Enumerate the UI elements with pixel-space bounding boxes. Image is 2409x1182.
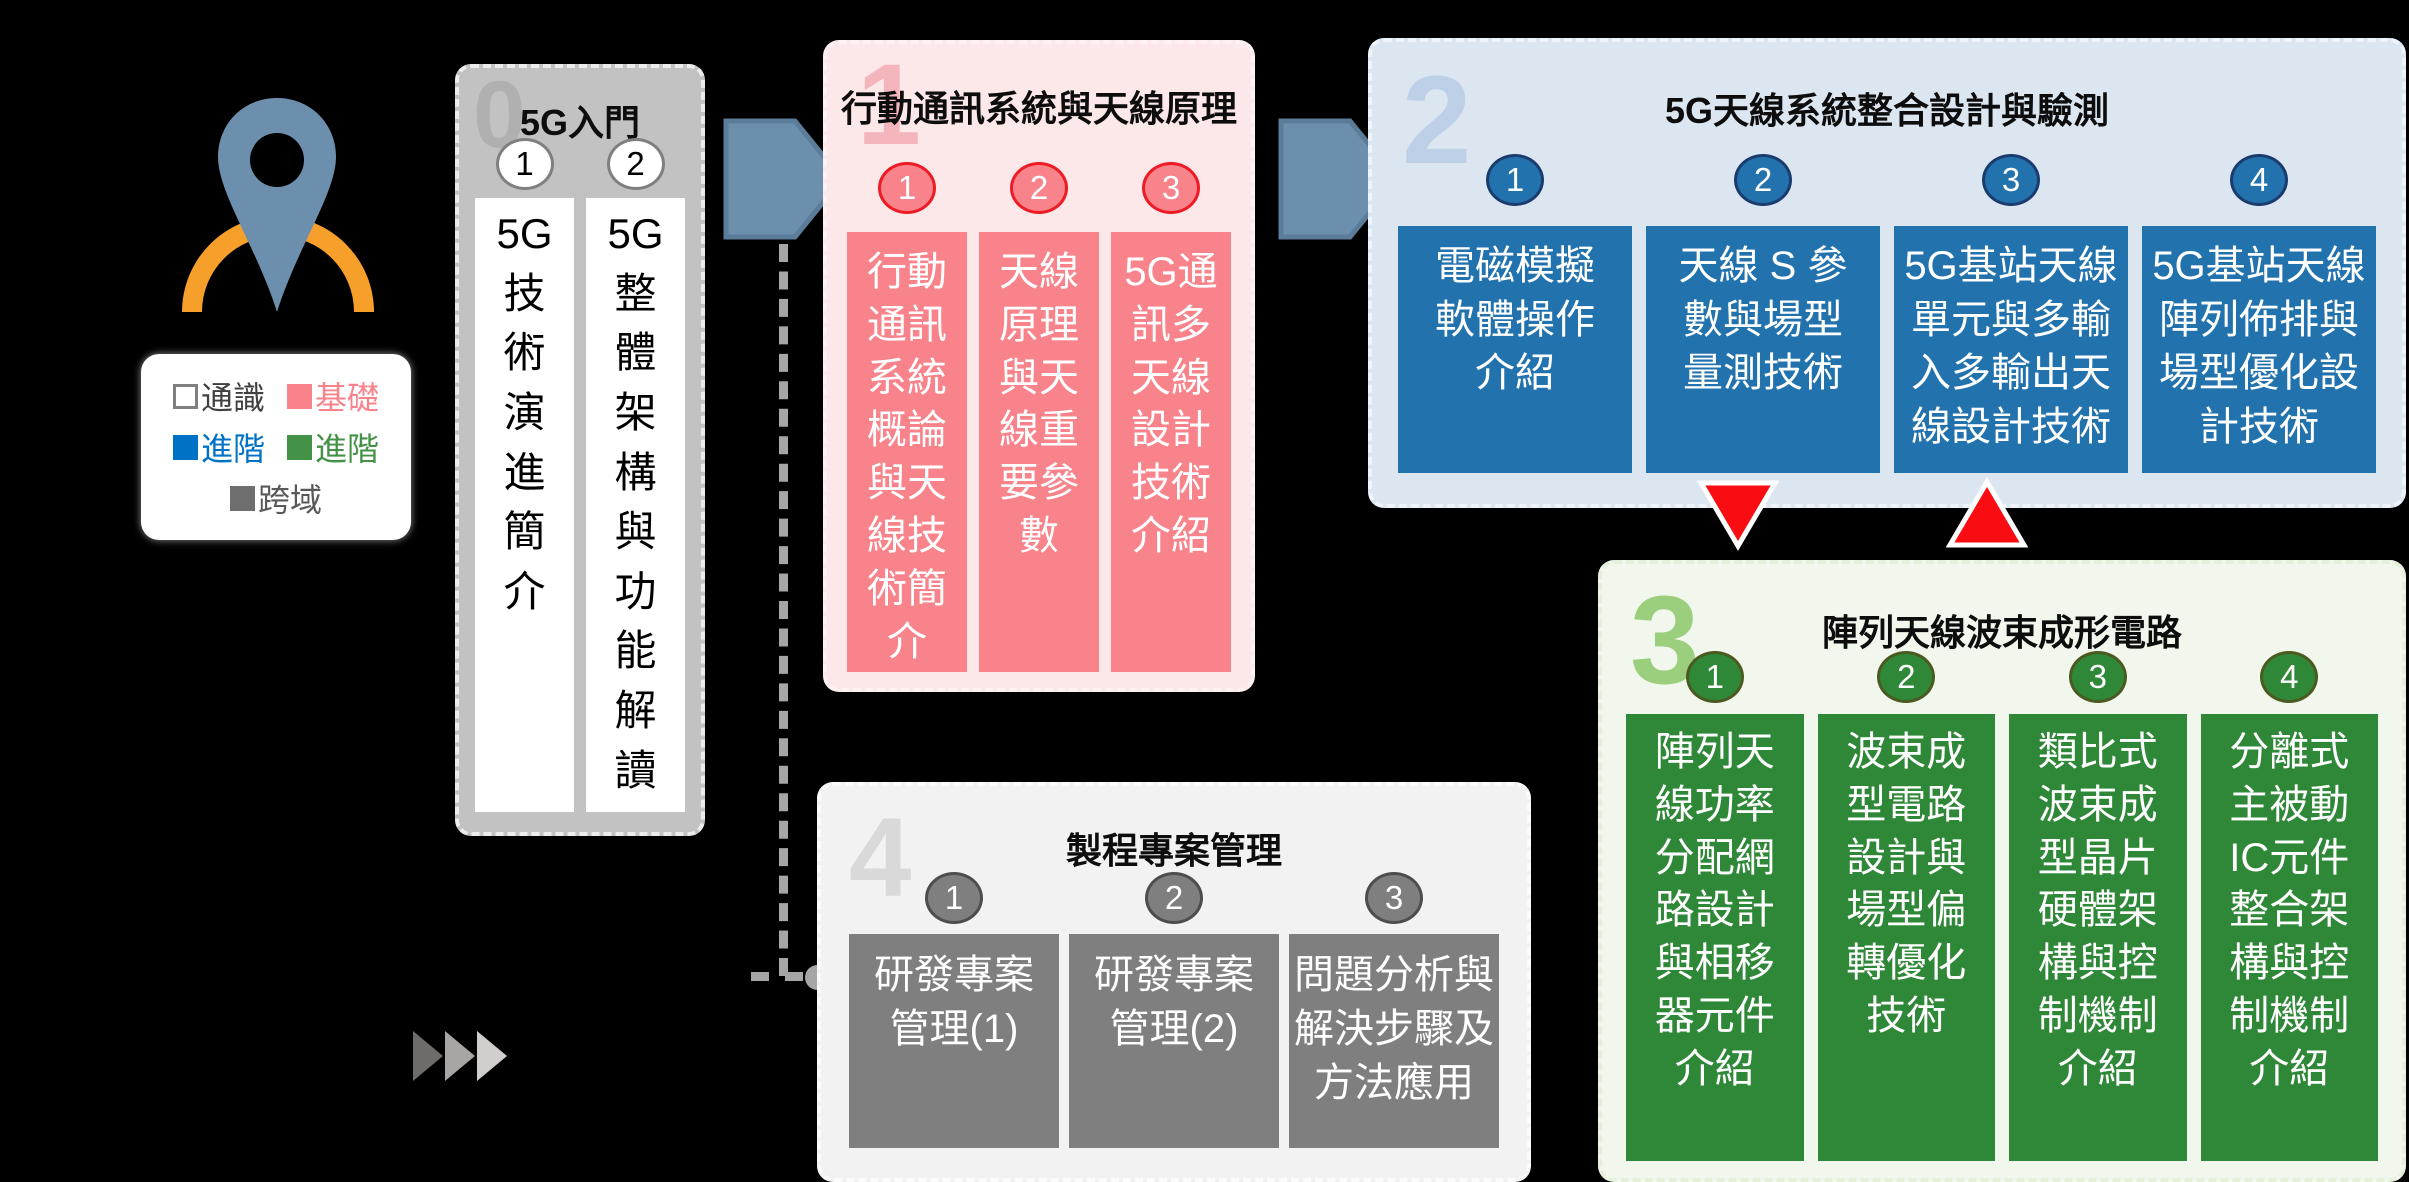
module-text: 波束成 型電路 設計與 場型偏 轉優化 技術 — [1817, 714, 1995, 1161]
module-text: 問題分析與 解決步驟及 方法應用 — [1289, 934, 1499, 1148]
module-text: 5G基站天線 陣列佈排與 場型優化設 計技術 — [2142, 226, 2376, 473]
legend-item-basic: 基礎 — [287, 373, 379, 419]
module: 2 研發專案 管理(2) — [1069, 872, 1279, 1148]
red-triangle-down-icon — [1697, 480, 1779, 551]
legend-label: 進階 — [315, 431, 380, 467]
legend: 通識 基礎 進階 進階 跨域 — [141, 354, 411, 540]
module-number-badge: 3 — [2068, 651, 2127, 703]
stage-3-box: 3 陣列天線波束成形電路 1 陣列天 線功率 分配網 路設計 與相移 器元件 介… — [1598, 560, 2406, 1182]
legend-swatch-green — [287, 434, 312, 460]
module-text: 行動 通訊 系統 概論 與天 線技 術簡 介 — [847, 232, 967, 672]
legend-label: 進階 — [200, 431, 265, 467]
stage-0-box: 0 5G入門 1 5G 技 術 演 進 簡 介 2 5G 整 體 架 構 與 功… — [455, 64, 705, 836]
module-number-badge: 1 — [925, 872, 983, 924]
legend-swatch-blue — [172, 434, 198, 460]
dashed-connector-horizontal — [751, 972, 803, 981]
module-number-badge: 3 — [1142, 162, 1200, 214]
flow-arrow-0-to-1-icon — [723, 118, 845, 240]
module-text: 5G 整 體 架 構 與 功 能 解 讀 — [586, 198, 685, 812]
legend-label: 通識 — [200, 380, 265, 416]
stage-1-box: 1 行動通訊系統與天線原理 1 行動 通訊 系統 概論 與天 線技 術簡 介 2… — [823, 40, 1255, 692]
module-number-badge: 2 — [1010, 162, 1068, 214]
legend-label: 跨域 — [257, 482, 322, 518]
module: 1 陣列天 線功率 分配網 路設計 與相移 器元件 介紹 — [1626, 651, 1804, 1161]
module: 3 問題分析與 解決步驟及 方法應用 — [1289, 872, 1499, 1148]
stage-2-watermark: 2 — [1402, 51, 1472, 190]
map-pin-icon — [218, 98, 336, 312]
module-number-badge: 1 — [495, 138, 554, 190]
legend-row: 進階 進階 — [141, 424, 411, 470]
legend-row: 通識 基礎 — [141, 373, 411, 419]
module: 4 分離式 主被動 IC元件 整合架 構與控 制機制 介紹 — [2200, 651, 2378, 1161]
module-text: 天線 S 參 數與場型 量測技術 — [1646, 226, 1880, 473]
module-text: 分離式 主被動 IC元件 整合架 構與控 制機制 介紹 — [2200, 714, 2378, 1161]
stage-3-modules: 1 陣列天 線功率 分配網 路設計 與相移 器元件 介紹 2 波束成 型電路 設… — [1626, 651, 2378, 1161]
module: 1 研發專案 管理(1) — [849, 872, 1059, 1148]
module-number-badge: 1 — [1685, 651, 1744, 703]
module-number-badge: 4 — [2230, 154, 2288, 206]
red-triangle-up-icon — [1946, 477, 2028, 548]
module-number-badge: 2 — [1734, 154, 1792, 206]
module-number-badge: 4 — [2260, 651, 2319, 703]
triple-chevron-icon — [413, 1031, 507, 1081]
legend-item-general: 通識 — [172, 373, 265, 419]
stage-4-watermark: 4 — [849, 795, 911, 920]
module-number-badge: 2 — [1145, 872, 1203, 924]
stage-4-box: 4 製程專案管理 1 研發專案 管理(1) 2 研發專案 管理(2) 3 問題分… — [817, 782, 1531, 1182]
module-number-badge: 2 — [606, 138, 665, 190]
stage-1-title: 行動通訊系統與天線原理 — [840, 88, 1237, 129]
legend-label: 基礎 — [315, 380, 380, 416]
stage-3-title: 陣列天線波束成形電路 — [1821, 612, 2182, 653]
stage-1-watermark: 1 — [857, 41, 921, 169]
module: 2 波束成 型電路 設計與 場型偏 轉優化 技術 — [1817, 651, 1995, 1161]
module: 1 電磁模擬 軟體操作 介紹 — [1398, 154, 1632, 473]
module-text: 陣列天 線功率 分配網 路設計 與相移 器元件 介紹 — [1626, 714, 1804, 1161]
module-text: 5G基站天線 單元與多輸 入多輸出天 線設計技術 — [1894, 226, 2128, 473]
legend-swatch-white — [172, 383, 198, 409]
legend-item-cross-domain: 跨域 — [229, 475, 322, 521]
legend-swatch-gray — [229, 485, 255, 511]
stage-4-title: 製程專案管理 — [1065, 830, 1282, 871]
module: 3 5G通 訊多 天線 設計 技術 介紹 — [1111, 162, 1231, 672]
module-text: 電磁模擬 軟體操作 介紹 — [1398, 226, 1632, 473]
module-number-badge: 1 — [1486, 154, 1544, 206]
module-number-badge: 1 — [878, 162, 936, 214]
module: 2 5G 整 體 架 構 與 功 能 解 讀 — [586, 138, 685, 812]
module: 3 類比式 波束成 型晶片 硬體架 構與控 制機制 介紹 — [2009, 651, 2187, 1161]
module-text: 天線 原理 與天 線重 要參 數 — [979, 232, 1099, 672]
module: 1 5G 技 術 演 進 簡 介 — [475, 138, 574, 812]
module: 4 5G基站天線 陣列佈排與 場型優化設 計技術 — [2142, 154, 2376, 473]
module: 2 天線 原理 與天 線重 要參 數 — [979, 162, 1099, 672]
legend-item-advanced-green: 進階 — [287, 424, 379, 470]
stage-2-title: 5G天線系統整合設計與驗測 — [1664, 90, 2110, 131]
module-text: 5G通 訊多 天線 設計 技術 介紹 — [1111, 232, 1231, 672]
stage-2-modules: 1 電磁模擬 軟體操作 介紹 2 天線 S 參 數與場型 量測技術 3 5G基站… — [1398, 154, 2376, 473]
module: 1 行動 通訊 系統 概論 與天 線技 術簡 介 — [847, 162, 967, 672]
module-text: 研發專案 管理(2) — [1069, 934, 1279, 1148]
stage-4-modules: 1 研發專案 管理(1) 2 研發專案 管理(2) 3 問題分析與 解決步驟及 … — [849, 872, 1499, 1148]
module-number-badge: 3 — [1365, 872, 1423, 924]
stage-1-modules: 1 行動 通訊 系統 概論 與天 線技 術簡 介 2 天線 原理 與天 線重 要… — [847, 162, 1231, 672]
module-text: 5G 技 術 演 進 簡 介 — [475, 198, 574, 812]
legend-item-advanced-blue: 進階 — [172, 424, 265, 470]
module: 3 5G基站天線 單元與多輸 入多輸出天 線設計技術 — [1894, 154, 2128, 473]
legend-swatch-pink — [287, 383, 312, 409]
legend-row: 跨域 — [141, 475, 411, 521]
module: 2 天線 S 參 數與場型 量測技術 — [1646, 154, 1880, 473]
stage-2-box: 2 5G天線系統整合設計與驗測 1 電磁模擬 軟體操作 介紹 2 天線 S 參 … — [1368, 38, 2406, 508]
module-text: 研發專案 管理(1) — [849, 934, 1059, 1148]
module-number-badge: 3 — [1982, 154, 2040, 206]
stage-0-title: 5G入門 — [519, 102, 641, 143]
module-text: 類比式 波束成 型晶片 硬體架 構與控 制機制 介紹 — [2009, 714, 2187, 1161]
dashed-connector-vertical — [779, 244, 788, 976]
module-number-badge: 2 — [1877, 651, 1936, 703]
stage-0-modules: 1 5G 技 術 演 進 簡 介 2 5G 整 體 架 構 與 功 能 解 讀 — [475, 138, 685, 812]
